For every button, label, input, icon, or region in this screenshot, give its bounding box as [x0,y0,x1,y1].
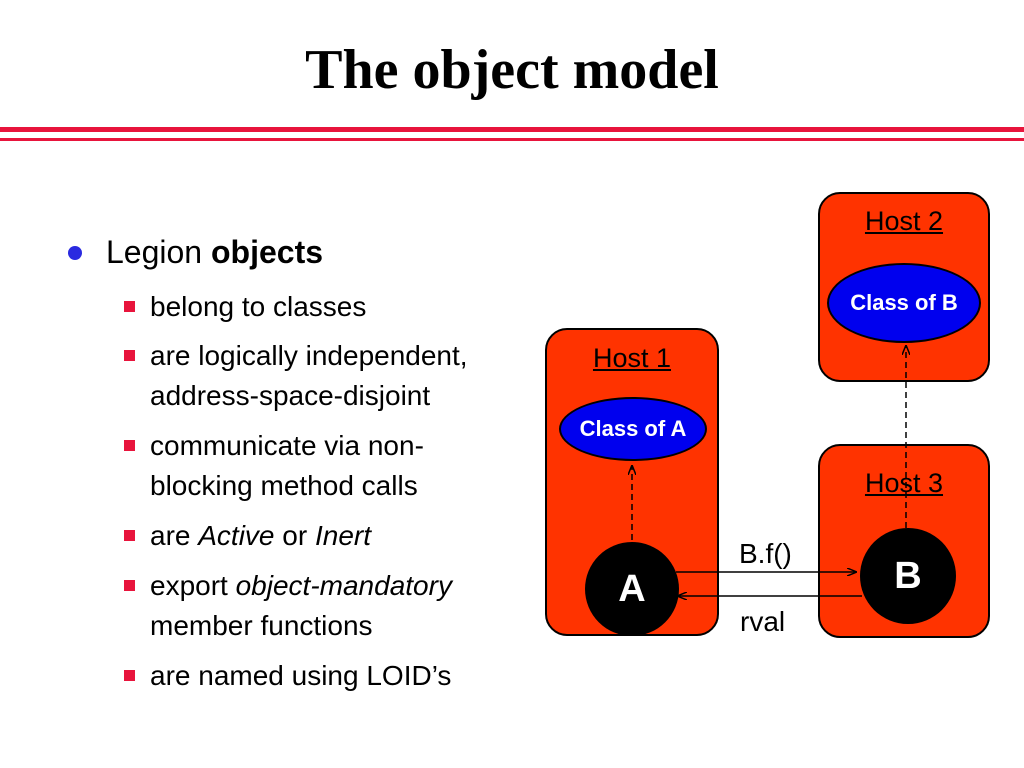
sub-bullet-square-icon [124,530,135,541]
sub-bullet-square-icon [124,670,135,681]
sub-bullet-text: belong to classes [150,291,367,322]
sub-bullet-square-icon [124,350,135,361]
bullet-dot-icon [68,246,82,260]
host-1-label: Host 1 [592,343,672,373]
object-mandatory-term: object-mandatory [235,570,452,601]
active-term: Active [198,520,275,551]
sub-bullet-text-line1: are logically independent, [150,340,468,371]
sub-bullet-text-line1: communicate via non- [150,430,424,461]
sub-bullet-text-line2: member functions [150,610,373,641]
bullet-text-bold: objects [210,234,324,270]
object-a: A [585,542,679,636]
object-b: B [860,528,956,624]
page-title: The object model [305,39,719,101]
inert-term: Inert [314,520,371,551]
sub-bullet-text: are Active or Inert [150,520,371,551]
host-3-label: Host 3 [864,468,944,498]
host-1-box: Host 1 Class of A A [545,328,719,636]
sub-bullet-text-line2: address-space-disjoint [150,380,431,411]
class-of-a-ellipse: Class of A [559,397,707,461]
sub-bullet-square-icon [124,440,135,451]
sub-bullet-square-icon [124,580,135,591]
host-2-box: Host 2 Class of B [818,192,990,382]
sub-bullet-square-icon [124,301,135,312]
class-of-b-ellipse: Class of B [827,263,981,343]
sub-bullet-text-line2: blocking method calls [150,470,418,501]
call-label: B.f() [739,538,792,569]
title-rule-top [0,127,1024,132]
sub-bullet-text: are named using LOID’s [150,660,452,691]
host-2-label: Host 2 [864,206,944,236]
return-label: rval [740,606,786,637]
bullet-text: Legion objects [106,234,324,270]
host-3-box: Host 3 B [818,444,990,638]
sub-bullet-text-line1: export object-mandatory [150,570,452,601]
title-rule-bottom [0,138,1024,141]
